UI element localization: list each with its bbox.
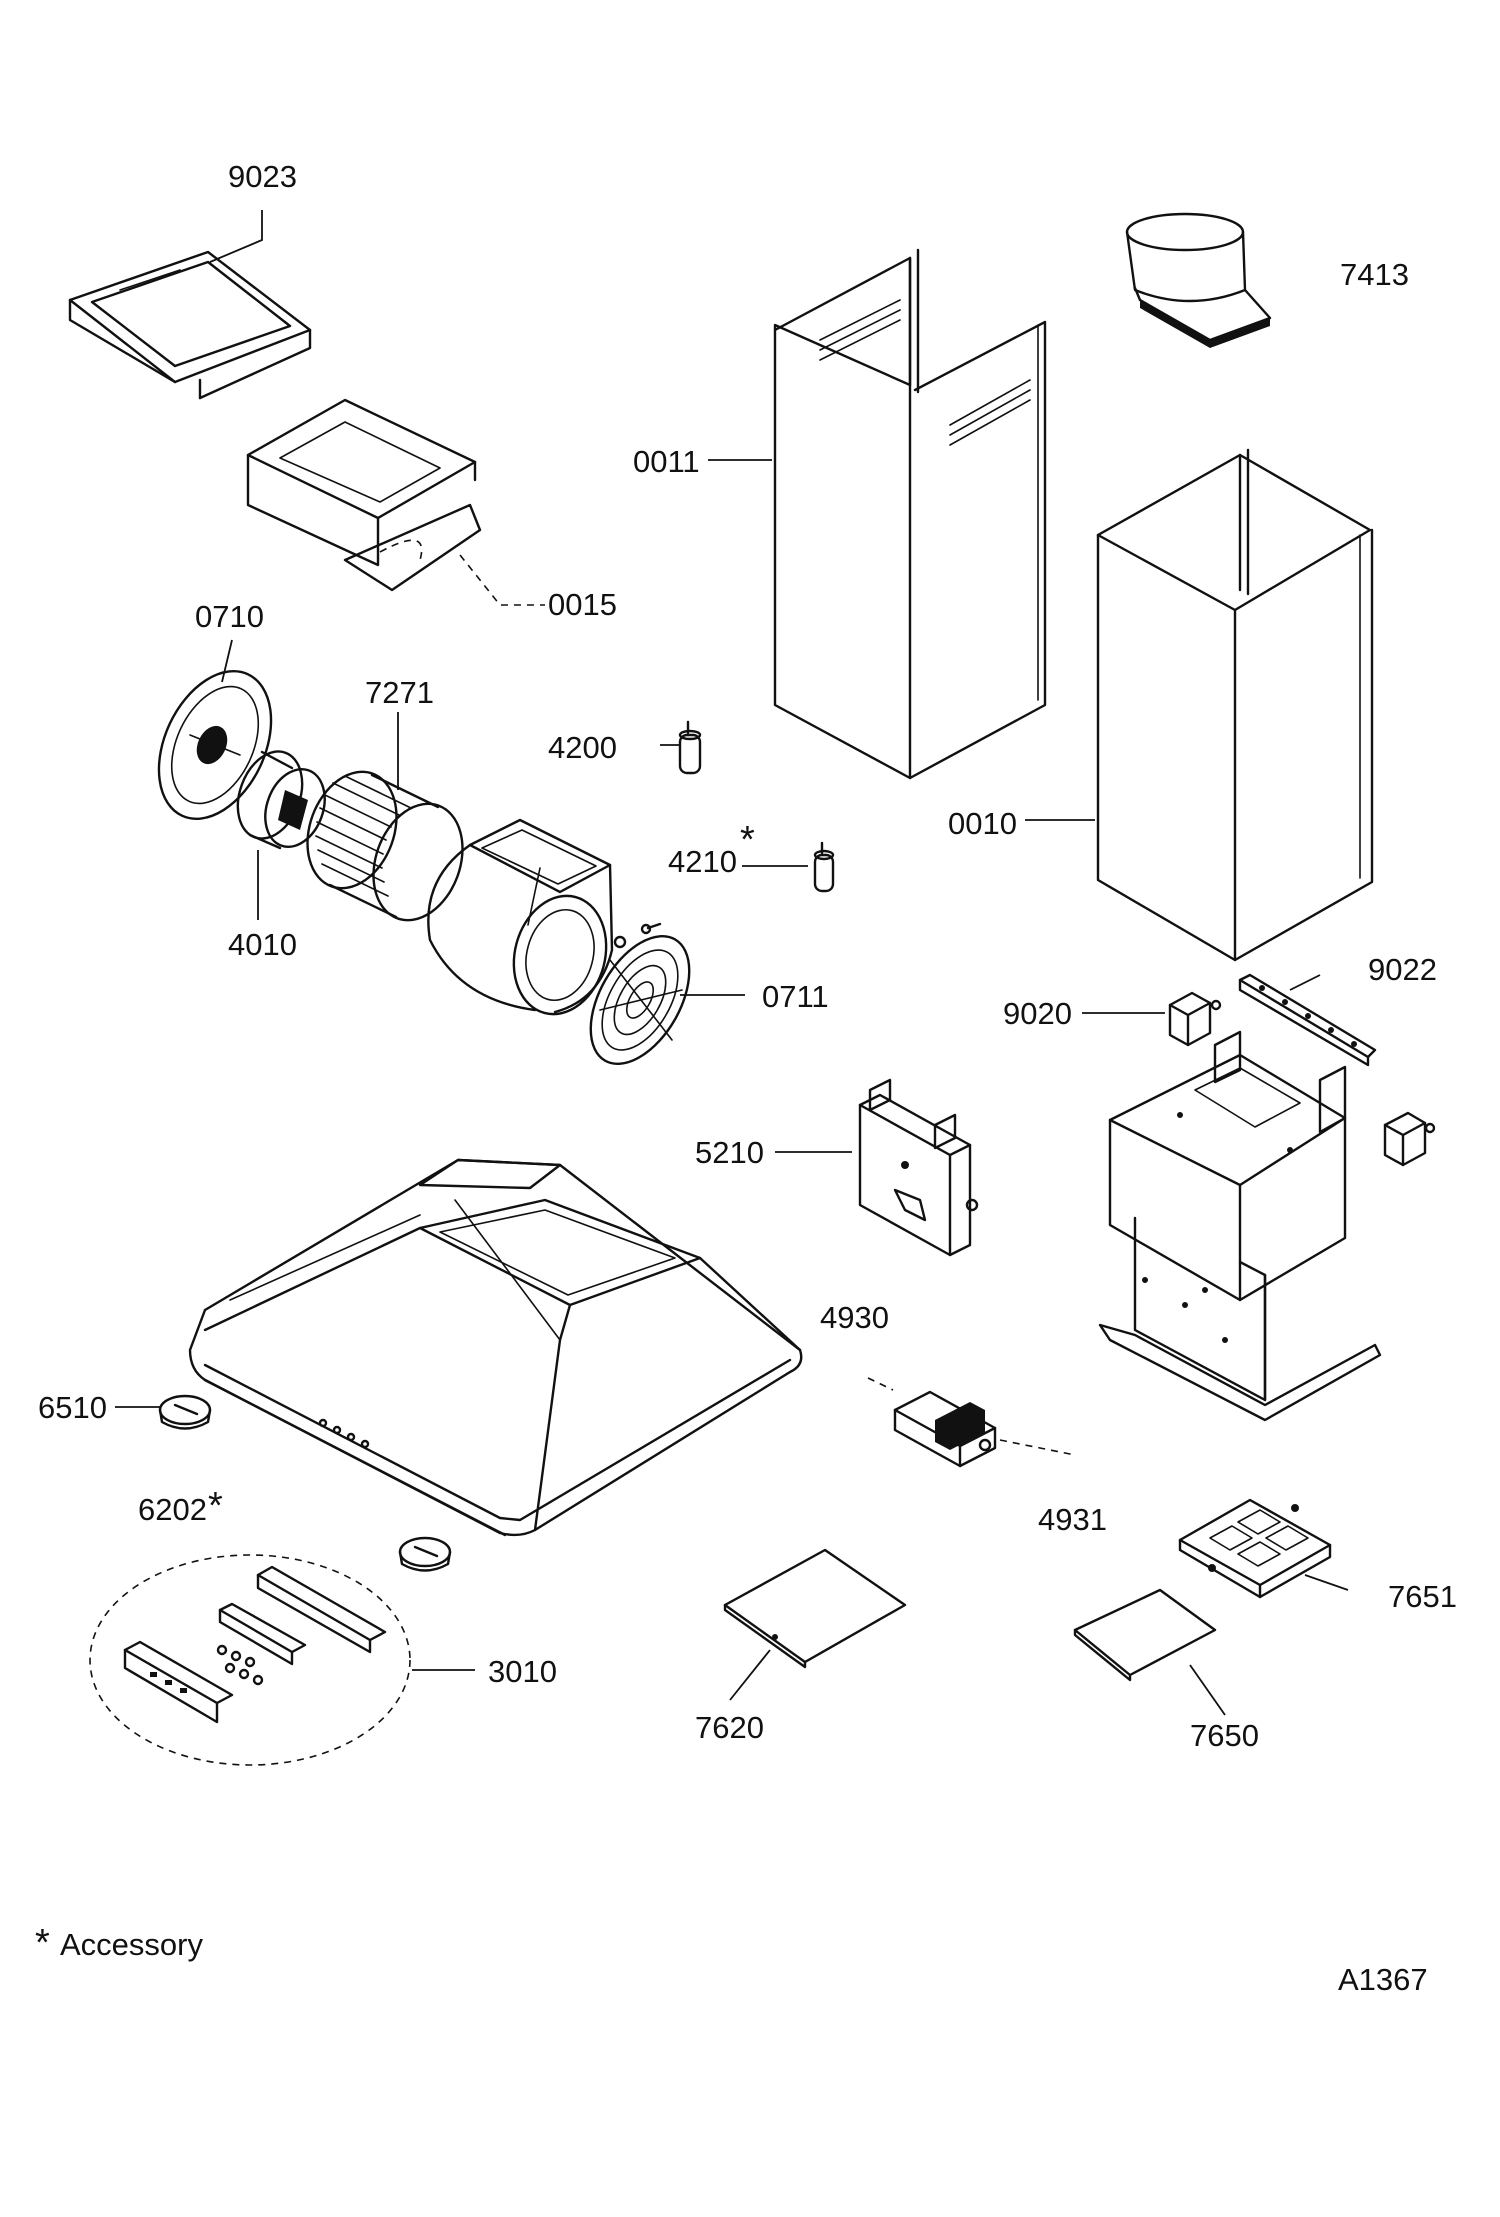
part-7620-filter-pad	[723, 1548, 907, 1669]
part-7271-fan-wheel	[306, 770, 464, 922]
part-0010-lower-chimney	[1096, 448, 1374, 962]
leader-lines	[115, 210, 1349, 1716]
label-7413: 7413	[1340, 257, 1409, 292]
part-9020-clip-left	[1168, 991, 1222, 1047]
part-knob-2	[398, 1536, 452, 1572]
label-6510: 6510	[38, 1390, 107, 1425]
part-mounting-box	[1098, 1030, 1382, 1422]
part-7651-filter-frame	[1178, 1498, 1332, 1599]
label-0010: 0010	[948, 806, 1017, 841]
part-0710-mount-plate	[157, 670, 273, 820]
label-4210: 4210	[668, 844, 737, 879]
part-9023-bracket-frame	[68, 250, 312, 400]
label-4010: 4010	[228, 927, 297, 962]
label-0011: 0011	[633, 444, 700, 479]
label-7620: 7620	[695, 1710, 764, 1745]
asterisk-4210: *	[740, 819, 755, 861]
part-0711-inlet-grille	[589, 922, 691, 1066]
part-0015-duct-plate	[246, 398, 482, 592]
part-4010-motor	[236, 750, 326, 850]
part-9020-clip-right	[1383, 1111, 1436, 1167]
label-4931: 4931	[1038, 1502, 1107, 1537]
label-4200: 4200	[548, 730, 617, 765]
part-blower-housing	[427, 818, 614, 1016]
part-0011-upper-chimney	[773, 248, 1047, 780]
asterisk-6202: *	[208, 1485, 223, 1527]
part-hood-canopy	[188, 1158, 803, 1537]
label-3010: 3010	[488, 1654, 557, 1689]
part-5210-control-housing	[858, 1078, 979, 1257]
part-9022-support-bar	[1238, 973, 1377, 1067]
label-6202: 6202	[138, 1492, 207, 1527]
label-7651: 7651	[1388, 1579, 1457, 1614]
part-4200-capacitor	[678, 720, 702, 775]
label-9022: 9022	[1368, 952, 1437, 987]
label-0710: 0710	[195, 599, 264, 634]
label-0015: 0015	[548, 587, 617, 622]
drawing-code: A1367	[1338, 1962, 1428, 1997]
part-6510-knob	[158, 1394, 212, 1430]
part-4210-capacitor	[813, 841, 835, 893]
footnote-text: Accessory	[60, 1927, 203, 1962]
label-5210: 5210	[695, 1135, 764, 1170]
label-7271: 7271	[365, 675, 434, 710]
part-3010-control-kit	[89, 1554, 411, 1766]
label-9020: 9020	[1003, 996, 1072, 1031]
label-9023: 9023	[228, 159, 297, 194]
label-0711: 0711	[762, 979, 829, 1014]
label-7650: 7650	[1190, 1718, 1259, 1753]
part-7413-exhaust-collar	[1125, 212, 1272, 348]
part-4930-transformer	[893, 1390, 997, 1468]
label-4930: 4930	[820, 1300, 889, 1335]
footnote-asterisk: *	[35, 1922, 50, 1964]
part-7650-filter-pad	[1073, 1588, 1217, 1682]
